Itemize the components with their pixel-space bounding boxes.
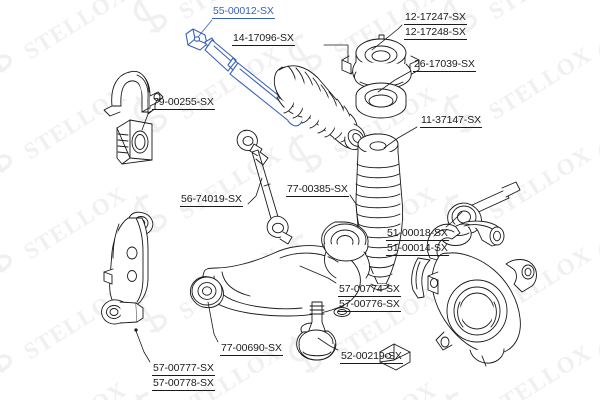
part-steering-knuckle bbox=[411, 220, 537, 367]
leader-lines bbox=[135, 19, 463, 363]
part-label-51-00014-SX[interactable]: 51-00014-SX bbox=[386, 242, 449, 256]
part-label-11-37147-SX[interactable]: 11-37147-SX bbox=[420, 114, 482, 128]
part-label-12-17247-SX[interactable]: 12-17247-SX bbox=[404, 11, 467, 25]
part-label-26-17039-SX[interactable]: 26-17039-SX bbox=[413, 58, 476, 72]
part-strut-bearing bbox=[355, 82, 407, 119]
part-strut-mount bbox=[341, 34, 420, 90]
part-label-57-00776-SX[interactable]: 57-00776-SX bbox=[338, 298, 401, 312]
part-stabilizer-bar-bracket-clamp bbox=[103, 70, 164, 117]
part-label-57-00774-SX[interactable]: 57-00774-SX bbox=[338, 283, 401, 297]
part-stabilizer-link-bracket bbox=[101, 211, 154, 332]
part-outer-tie-rod-end bbox=[440, 181, 521, 246]
part-label-52-00219-SX[interactable]: 52-00219-SX bbox=[340, 350, 403, 364]
part-label-77-00385-SX[interactable]: 77-00385-SX bbox=[286, 183, 349, 197]
part-label-79-00255-SX[interactable]: 79-00255-SX bbox=[152, 96, 215, 110]
part-label-77-00690-SX[interactable]: 77-00690-SX bbox=[220, 342, 283, 356]
part-label-57-00778-SX[interactable]: 57-00778-SX bbox=[152, 377, 215, 391]
part-lower-ball-joint bbox=[296, 301, 337, 361]
part-label-57-00777-SX[interactable]: 57-00777-SX bbox=[152, 362, 215, 376]
part-label-14-17096-SX[interactable]: 14-17096-SX bbox=[232, 32, 295, 46]
part-stabilizer-link bbox=[236, 129, 293, 245]
part-label-12-17248-SX[interactable]: 12-17248-SX bbox=[404, 26, 467, 40]
part-steering-rack-boot bbox=[273, 65, 366, 150]
part-label-55-00012-SX[interactable]: 55-00012-SX bbox=[212, 5, 275, 19]
part-stabilizer-bar-bushing bbox=[116, 119, 153, 165]
part-shock-dust-boot bbox=[355, 133, 404, 291]
part-label-51-00018-SX[interactable]: 51-00018-SX bbox=[386, 227, 449, 241]
part-label-56-74019-SX[interactable]: 56-74019-SX bbox=[180, 193, 243, 207]
